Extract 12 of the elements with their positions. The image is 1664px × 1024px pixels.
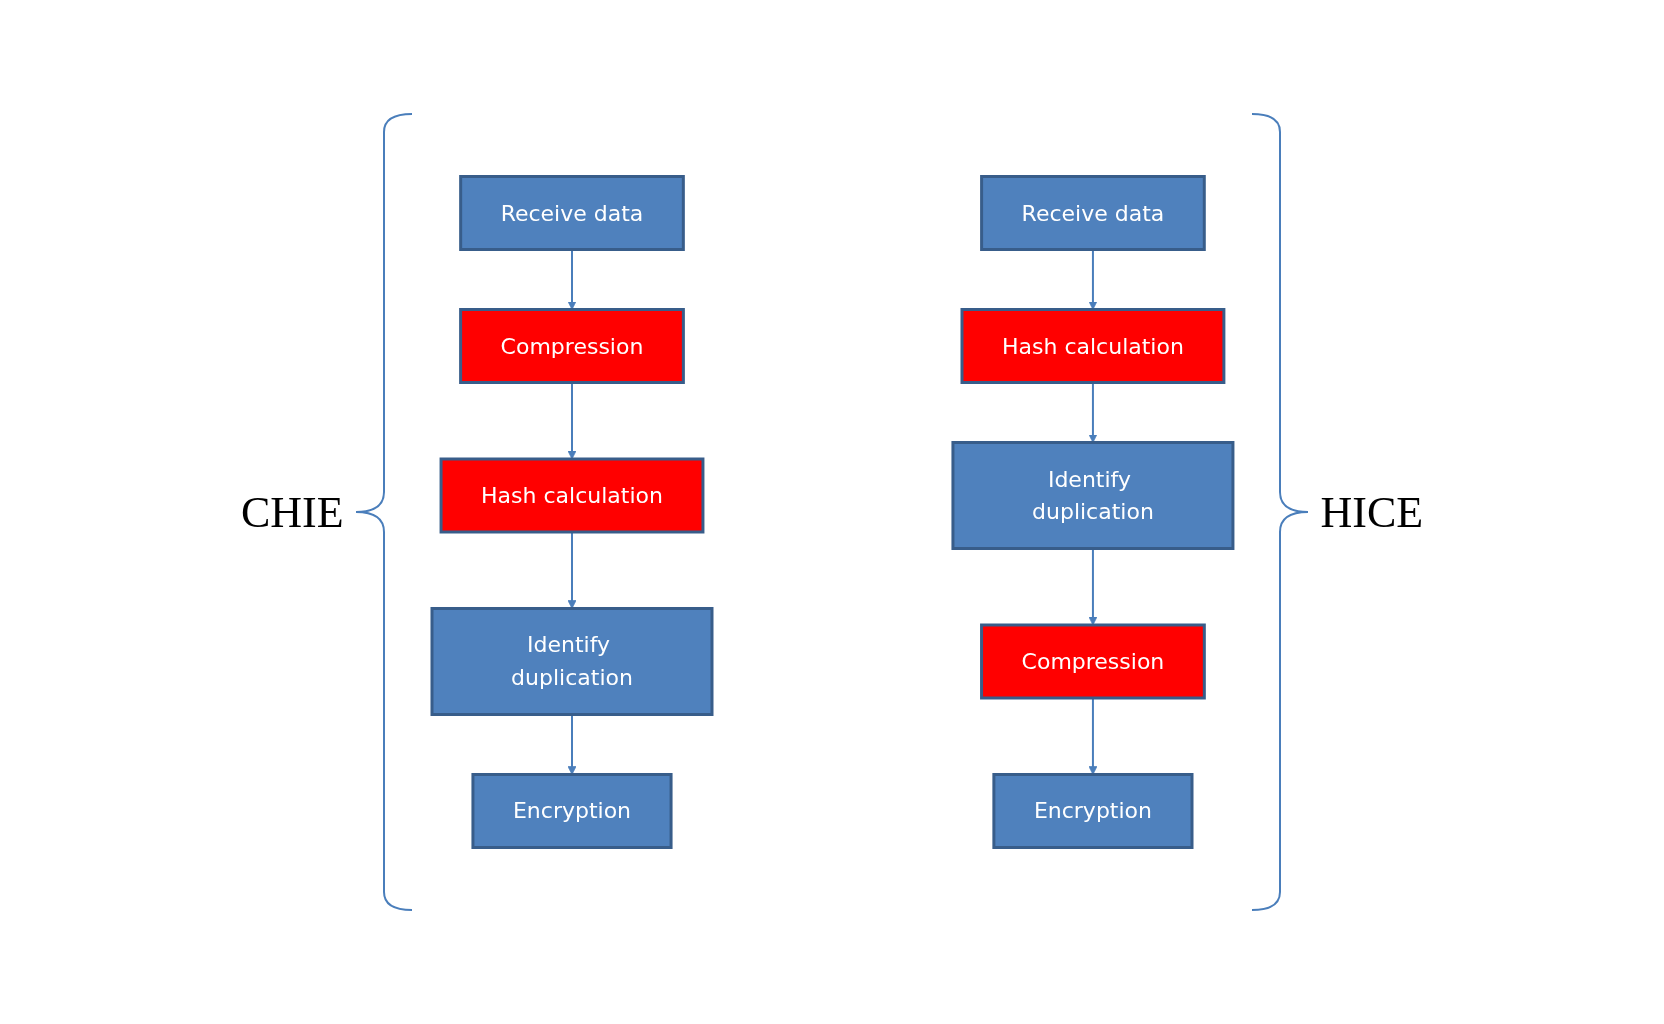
node-box: Hash calculation bbox=[960, 308, 1225, 384]
node-box: Encryption bbox=[470, 773, 673, 849]
node-box: Identify duplication bbox=[430, 607, 714, 716]
node-box: Hash calculation bbox=[439, 457, 704, 534]
node-box: Receive data bbox=[979, 175, 1206, 251]
node-box: Compression bbox=[458, 308, 685, 384]
node-box: Identify duplication bbox=[950, 441, 1234, 550]
group-label: CHIE bbox=[240, 486, 344, 538]
node-box: Compression bbox=[979, 623, 1206, 700]
node-box: Receive data bbox=[458, 175, 685, 251]
group-label: HICE bbox=[1320, 486, 1424, 538]
node-box: Encryption bbox=[991, 773, 1194, 849]
